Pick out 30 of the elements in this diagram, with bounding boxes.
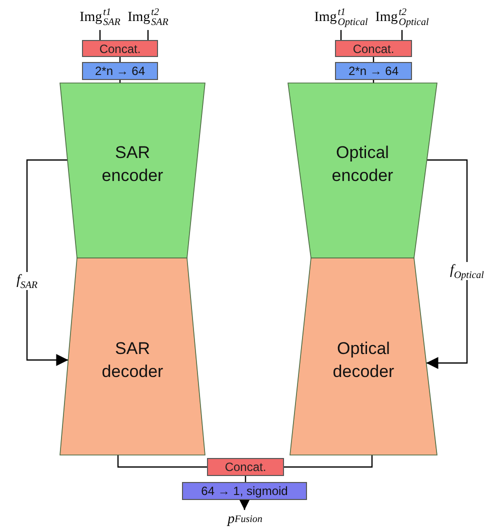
connector-line — [340, 30, 342, 40]
output-layer-box: 64 → 1, sigmoid — [182, 482, 307, 500]
connector-line — [99, 30, 101, 40]
block-label: Optical decoder — [332, 338, 396, 382]
encoder-trapezoid — [60, 83, 205, 258]
projection-layer-box: 2*n → 64 — [82, 62, 158, 80]
connector-line — [244, 476, 246, 482]
encoder-trapezoid — [288, 83, 437, 258]
block-label: SAR encoder — [100, 142, 164, 186]
block-label: Optical encoder — [330, 142, 394, 186]
edge-label: f$_{SAR}$ — [16, 272, 38, 290]
decoder-trapezoid — [290, 258, 437, 455]
arrow — [426, 159, 468, 369]
connector-line — [372, 80, 374, 83]
connector-line — [119, 80, 121, 83]
connector-line — [117, 455, 207, 468]
edge-label: f$_{Optical}$ — [450, 262, 484, 280]
decoder-trapezoid — [60, 258, 205, 455]
connector-line — [147, 30, 149, 40]
concat-layer-box: Concat. — [82, 40, 158, 57]
connector-line — [284, 455, 373, 468]
arrow — [238, 498, 250, 510]
projection-layer-box: 2*n → 64 — [335, 62, 412, 80]
connector-line — [372, 57, 374, 62]
arrow — [26, 159, 68, 366]
block-label: SAR decoder — [100, 338, 164, 382]
concat-layer-box: Concat. — [207, 458, 284, 476]
concat-layer-box: Concat. — [335, 40, 412, 57]
connector-line — [401, 30, 403, 40]
connector-line — [119, 57, 121, 62]
